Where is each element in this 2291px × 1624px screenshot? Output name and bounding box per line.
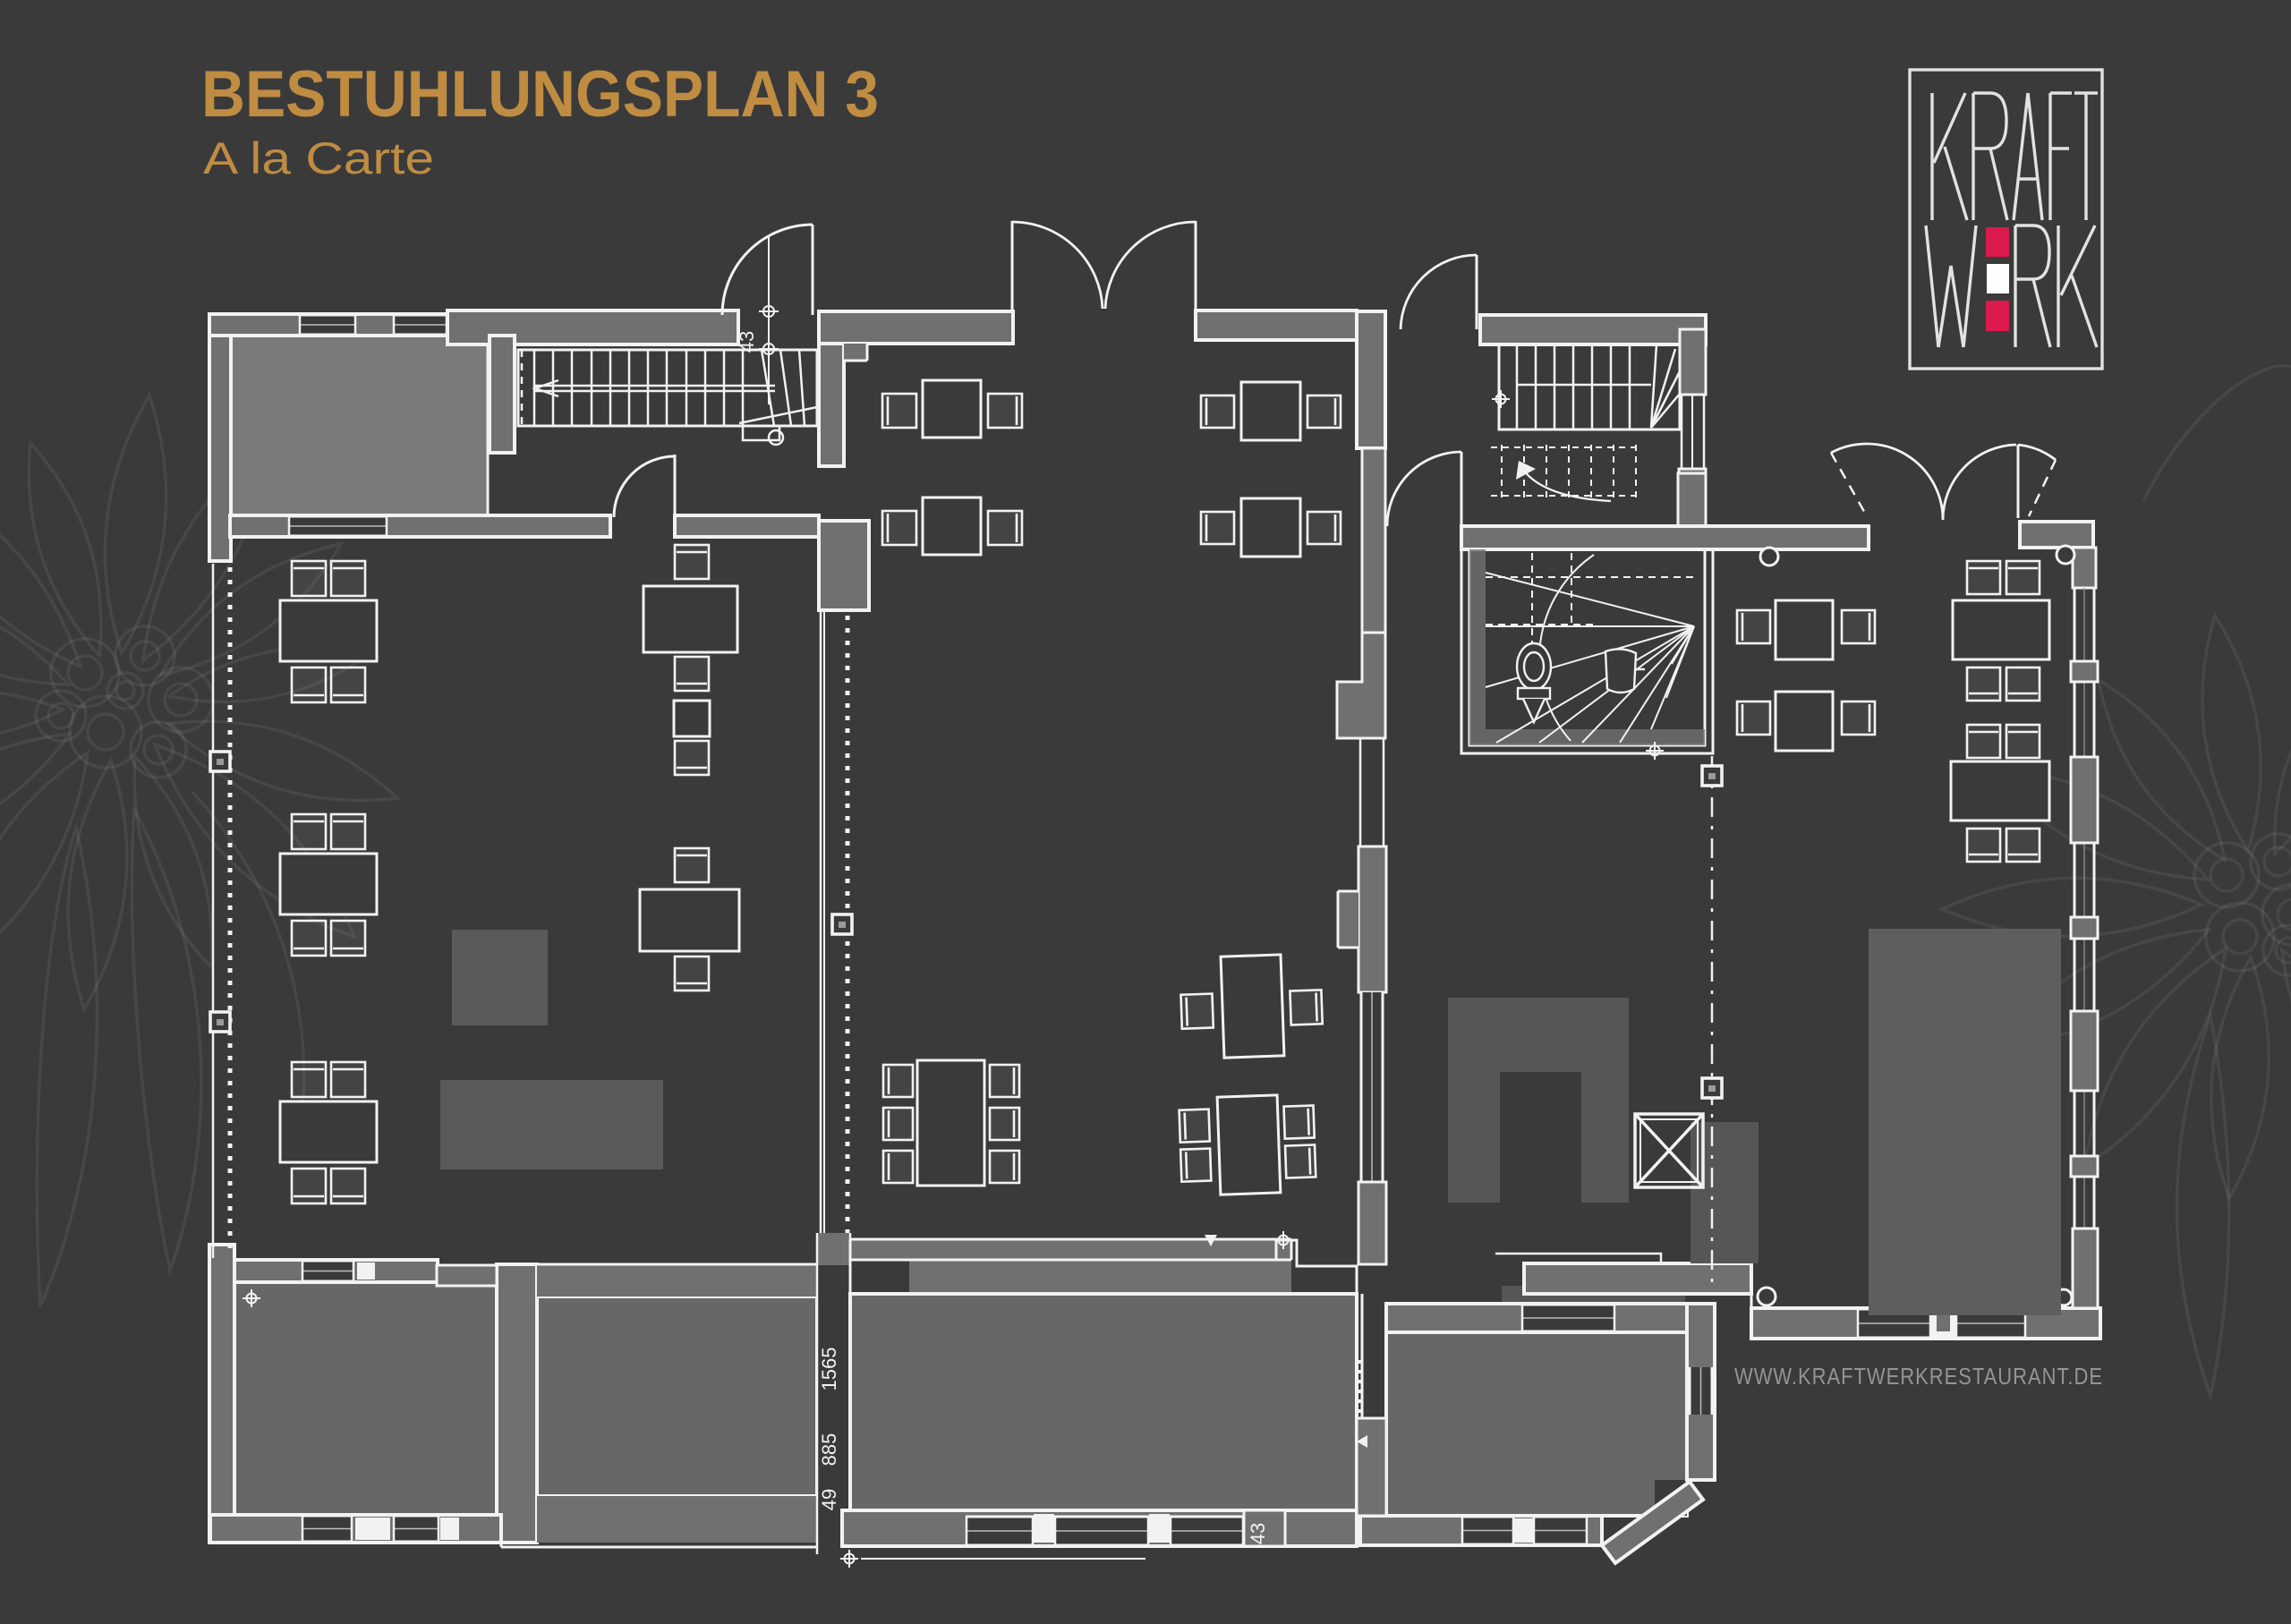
svg-text:WWW.KRAFTWERKRESTAURANT.DE: WWW.KRAFTWERKRESTAURANT.DE <box>1734 1363 2103 1390</box>
svg-text:49: 49 <box>818 1489 840 1510</box>
svg-text:43: 43 <box>1247 1523 1269 1544</box>
svg-text:43: 43 <box>736 331 758 353</box>
svg-text:A la Carte: A la Carte <box>203 133 434 183</box>
svg-text:BESTUHLUNGSPLAN 3: BESTUHLUNGSPLAN 3 <box>201 58 879 131</box>
svg-text:885: 885 <box>818 1433 840 1467</box>
svg-text:1565: 1565 <box>818 1348 840 1391</box>
